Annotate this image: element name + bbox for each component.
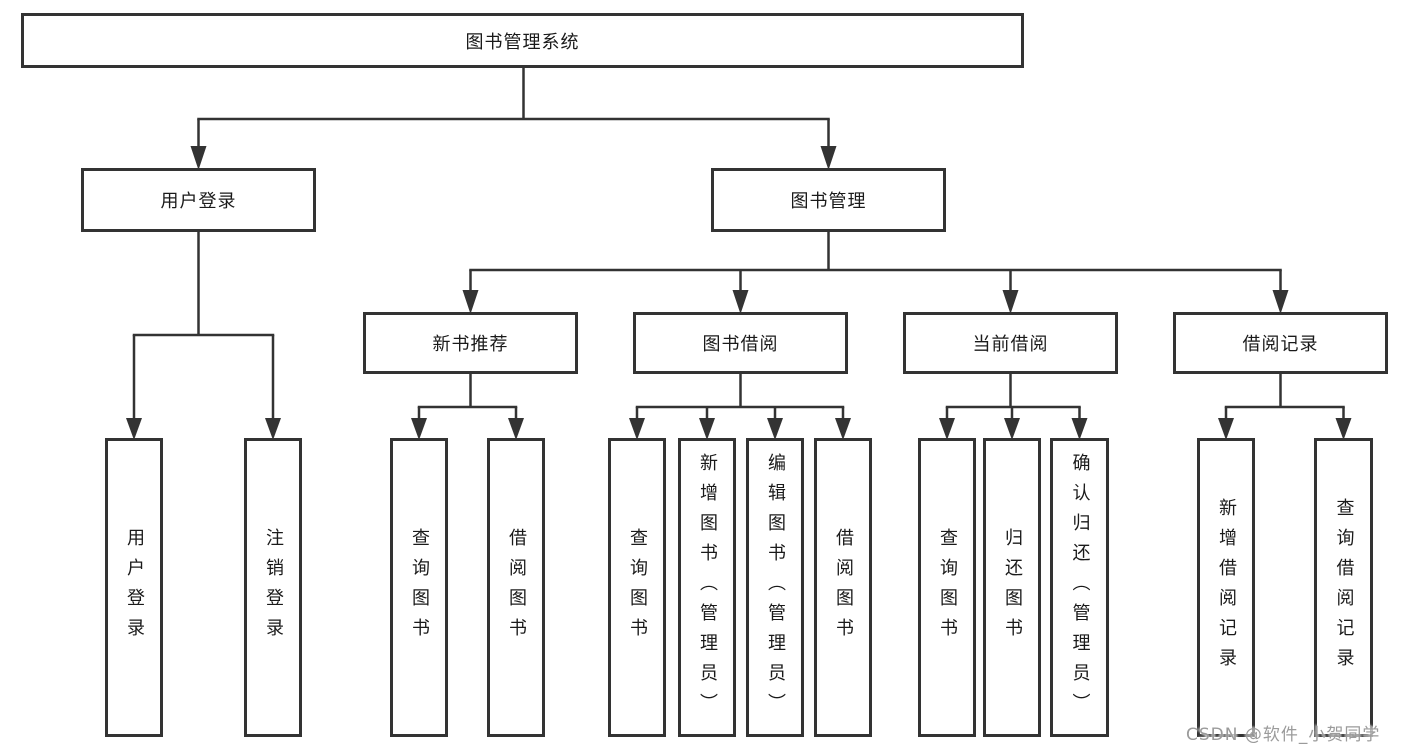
leaf-return-book: 归还图书 — [983, 438, 1041, 737]
arrow-down-icon — [939, 418, 955, 440]
leaf-add-book-admin: 新增图书（管理员） — [678, 438, 736, 737]
leaf-edit-book-admin: 编辑图书（管理员） — [746, 438, 804, 737]
arrow-down-icon — [835, 418, 851, 440]
arrow-down-icon — [411, 418, 427, 440]
node-user-login: 用户登录 — [81, 168, 316, 232]
arrow-down-icon — [1004, 418, 1020, 440]
node-library-management-system: 图书管理系统 — [21, 13, 1024, 68]
arrow-down-icon — [190, 146, 207, 170]
arrow-down-icon — [508, 418, 524, 440]
node-book-management: 图书管理 — [711, 168, 946, 232]
arrow-down-icon — [462, 290, 479, 314]
arrow-down-icon — [629, 418, 645, 440]
node-new-book-recommendation: 新书推荐 — [363, 312, 578, 374]
arrow-down-icon — [732, 290, 749, 314]
leaf-borrow-books-recommend: 借阅图书 — [487, 438, 545, 737]
arrow-down-icon — [265, 418, 281, 440]
leaf-confirm-return-admin: 确认归还（管理员） — [1050, 438, 1109, 737]
arrow-down-icon — [1272, 290, 1289, 314]
leaf-query-books-borrowing: 查询图书 — [608, 438, 666, 737]
watermark: CSDN @软件_小贺同学 — [1186, 725, 1381, 745]
leaf-query-books-current: 查询图书 — [918, 438, 976, 737]
node-current-borrowing: 当前借阅 — [903, 312, 1118, 374]
tree-edges — [132, 68, 1345, 420]
arrow-down-icon — [820, 146, 837, 170]
leaf-user-login: 用户登录 — [105, 438, 163, 737]
arrow-down-icon — [1002, 290, 1019, 314]
arrow-down-icon — [126, 418, 142, 440]
arrow-down-icon — [1071, 418, 1088, 440]
arrow-down-icon — [767, 418, 783, 440]
node-book-borrowing: 图书借阅 — [633, 312, 848, 374]
arrow-down-icon — [699, 418, 715, 440]
leaf-query-books-recommend: 查询图书 — [390, 438, 448, 737]
arrow-down-icon — [1335, 418, 1352, 440]
arrow-down-icon — [1218, 418, 1234, 440]
leaf-add-borrow-record: 新增借阅记录 — [1197, 438, 1255, 737]
leaf-borrow-books: 借阅图书 — [814, 438, 872, 737]
node-borrowing-records: 借阅记录 — [1173, 312, 1388, 374]
leaf-logout: 注销登录 — [244, 438, 302, 737]
leaf-query-borrow-record: 查询借阅记录 — [1314, 438, 1373, 737]
arrowheads — [126, 146, 1352, 440]
